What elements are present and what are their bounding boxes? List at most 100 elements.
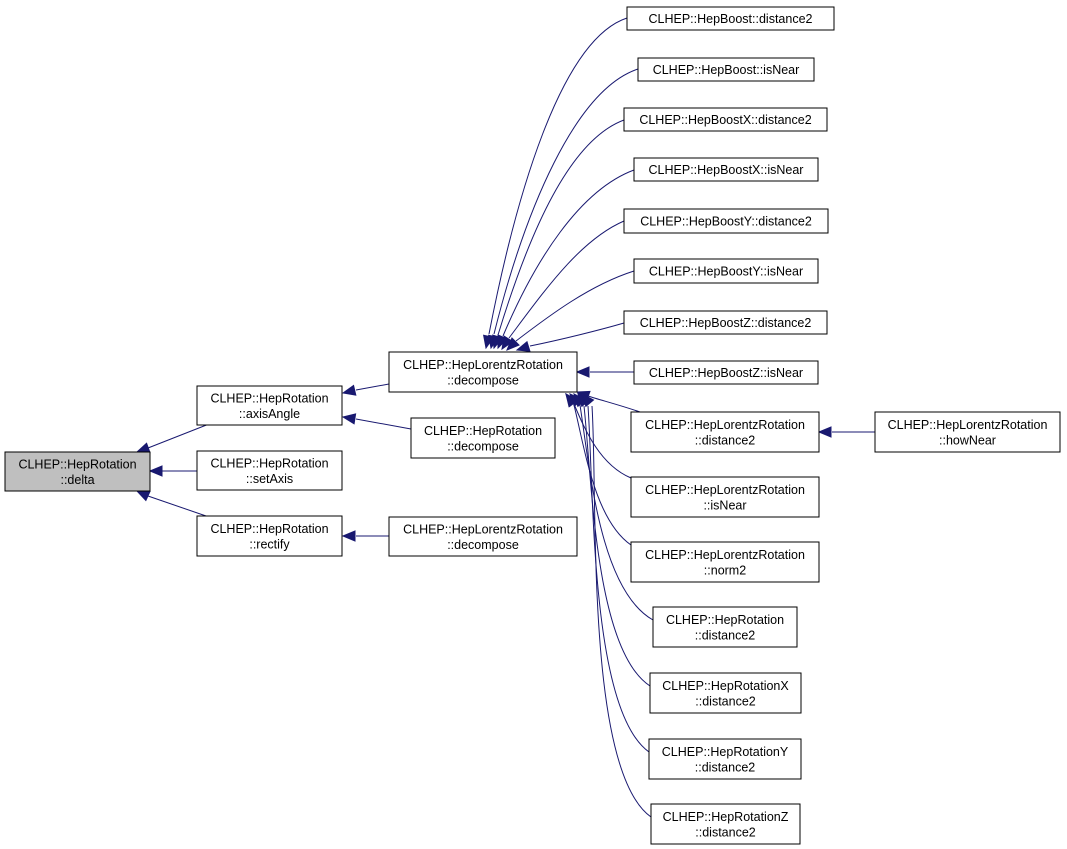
graph-node-lr_howNear[interactable]: CLHEP::HepLorentzRotation::howNear (874, 411, 1061, 453)
edge-line (502, 169, 635, 337)
edge-line (355, 383, 390, 391)
node-box[interactable] (633, 258, 819, 284)
arrowhead-icon (341, 384, 357, 396)
node-label-line: CLHEP::HepBoostX::distance2 (639, 113, 811, 127)
edge-boostz_near-to-lr_decompose_a (575, 366, 634, 378)
node-box[interactable] (410, 417, 556, 459)
arrowhead-icon (501, 335, 514, 351)
node-box[interactable] (637, 57, 815, 82)
arrowhead-icon (341, 530, 356, 542)
node-box[interactable] (633, 360, 819, 385)
node-label-line: ::distance2 (695, 628, 756, 642)
node-box[interactable] (623, 107, 828, 132)
node-box[interactable] (388, 351, 578, 393)
node-label-line: ::rectify (249, 537, 290, 551)
node-box[interactable] (196, 450, 343, 491)
node-label-line: ::decompose (447, 439, 519, 453)
node-label-line: ::delta (60, 473, 94, 487)
arrowhead-icon (581, 393, 595, 408)
graph-node-rot_decompose[interactable]: CLHEP::HepRotation::decompose (410, 417, 556, 459)
graph-node-lr_isNear[interactable]: CLHEP::HepLorentzRotation::isNear (630, 476, 820, 518)
node-box[interactable] (648, 738, 802, 780)
graph-node-boost_d2[interactable]: CLHEP::HepBoost::distance2 (626, 6, 835, 31)
graph-node-rotz_d2[interactable]: CLHEP::HepRotationZ::distance2 (650, 803, 801, 845)
graph-node-rot_axisAngle[interactable]: CLHEP::HepRotation::axisAngle (196, 385, 343, 426)
edge-line (508, 220, 625, 339)
graph-node-roty_d2[interactable]: CLHEP::HepRotationY::distance2 (648, 738, 802, 780)
arrowhead-icon (341, 413, 357, 425)
node-label-line: ::decompose (447, 538, 519, 552)
graph-node-boosty_d2[interactable]: CLHEP::HepBoostY::distance2 (623, 208, 829, 234)
graph-node-lr_decompose_b[interactable]: CLHEP::HepLorentzRotation::decompose (388, 516, 578, 557)
graph-node-lr_norm2[interactable]: CLHEP::HepLorentzRotation::norm2 (630, 541, 820, 583)
edge-line (529, 322, 625, 347)
node-label-line: ::setAxis (246, 472, 293, 486)
node-box[interactable] (623, 310, 828, 335)
root-node[interactable]: CLHEP::HepRotation::delta (4, 451, 151, 492)
node-box[interactable] (630, 476, 820, 518)
node-box[interactable] (626, 6, 835, 31)
node-label-line: ::norm2 (704, 563, 746, 577)
node-label-line: ::howNear (939, 433, 996, 447)
graph-node-boostz_d2[interactable]: CLHEP::HepBoostZ::distance2 (623, 310, 828, 335)
node-label-line: CLHEP::HepRotationX (662, 679, 789, 693)
arrowhead-icon (135, 490, 151, 502)
node-box[interactable] (652, 606, 798, 648)
graph-node-rot_setAxis[interactable]: CLHEP::HepRotation::setAxis (196, 450, 343, 491)
edge-line (573, 403, 632, 479)
edge-boostz_d2-to-lr_decompose_a (515, 322, 625, 352)
node-box[interactable] (649, 672, 802, 714)
graph-node-boostx_d2[interactable]: CLHEP::HepBoostX::distance2 (623, 107, 828, 132)
node-box[interactable] (630, 541, 820, 583)
arrowhead-icon (506, 337, 520, 351)
edge-line (587, 395, 641, 413)
edge-line (355, 418, 412, 430)
node-box[interactable] (874, 411, 1061, 453)
edge-line (573, 404, 632, 546)
edge-lr_decompose_b-to-rot_rectify (341, 530, 389, 542)
node-label-line: ::distance2 (695, 433, 756, 447)
node-label-line: ::distance2 (695, 825, 756, 839)
graph-node-boost_near[interactable]: CLHEP::HepBoost::isNear (637, 57, 815, 82)
graph-node-lr_decompose_a[interactable]: CLHEP::HepLorentzRotation::decompose (388, 351, 578, 393)
graph-node-boostx_near[interactable]: CLHEP::HepBoostX::isNear (633, 157, 819, 182)
edge-rot_rectify-to-root (135, 490, 210, 518)
node-label-line: CLHEP::HepRotation (210, 522, 328, 536)
edge-lr_howNear-to-lr_d2 (817, 426, 875, 438)
node-box[interactable] (4, 451, 151, 492)
node-label-line: CLHEP::HepBoostY::isNear (649, 265, 803, 279)
node-label-line: CLHEP::HepBoostY::distance2 (640, 215, 812, 229)
node-label-line: ::distance2 (695, 694, 756, 708)
node-label-line: CLHEP::HepBoost::distance2 (649, 12, 813, 26)
node-label-line: CLHEP::HepLorentzRotation (888, 418, 1048, 432)
node-label-line: CLHEP::HepRotation (210, 391, 328, 405)
node-box[interactable] (196, 515, 343, 557)
graph-node-boostz_near[interactable]: CLHEP::HepBoostZ::isNear (633, 360, 819, 385)
node-label-line: ::decompose (447, 373, 519, 387)
node-box[interactable] (196, 385, 343, 426)
graph-node-lr_d2[interactable]: CLHEP::HepLorentzRotation::distance2 (630, 411, 820, 453)
node-label-line: CLHEP::HepRotation (424, 424, 542, 438)
node-label-line: ::axisAngle (239, 407, 300, 421)
node-label-line: CLHEP::HepRotation (210, 456, 328, 470)
graph-node-boosty_near[interactable]: CLHEP::HepBoostY::isNear (633, 258, 819, 284)
graph-node-rotx_d2[interactable]: CLHEP::HepRotationX::distance2 (649, 672, 802, 714)
node-box[interactable] (388, 516, 578, 557)
edge-line (591, 405, 652, 818)
node-label-line: CLHEP::HepLorentzRotation (403, 522, 563, 536)
node-box[interactable] (650, 803, 801, 845)
node-box[interactable] (630, 411, 820, 453)
node-label-line: CLHEP::HepRotation (18, 457, 136, 471)
graph-node-rot_rectify[interactable]: CLHEP::HepRotation::rectify (196, 515, 343, 557)
node-box[interactable] (633, 157, 819, 182)
edge-lr_decompose_a-to-rot_axisAngle (341, 383, 390, 396)
node-box[interactable] (623, 208, 829, 234)
graph-node-rot_d2[interactable]: CLHEP::HepRotation::distance2 (652, 606, 798, 648)
arrowhead-icon (135, 442, 151, 454)
graph-edges (135, 17, 875, 818)
edge-rot_setAxis-to-root (148, 465, 197, 477)
edge-line (488, 17, 628, 335)
edge-line (515, 270, 635, 342)
node-label-line: CLHEP::HepLorentzRotation (403, 358, 563, 372)
